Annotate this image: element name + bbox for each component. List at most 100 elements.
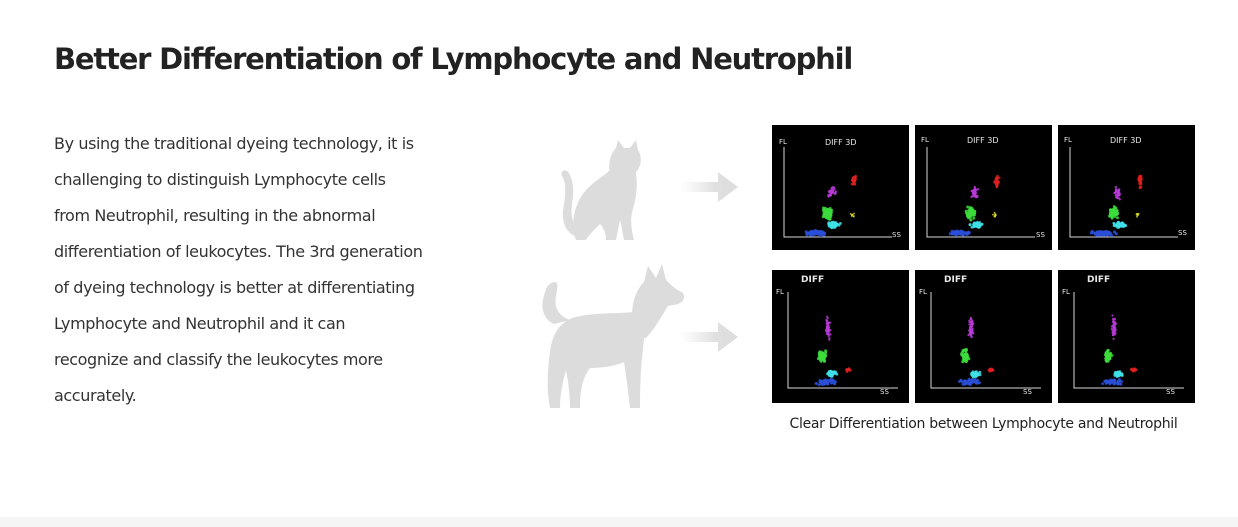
description-line: accurately. <box>54 386 137 405</box>
scatter-point <box>974 371 978 375</box>
y-axis-label: FL <box>919 288 927 296</box>
scatter-point <box>1113 317 1116 320</box>
scatter-point <box>1098 230 1102 234</box>
scatter-point <box>1117 371 1121 375</box>
scatter-point <box>1107 232 1112 236</box>
scatter-point <box>1115 213 1118 216</box>
description-line: from Neutrophil, resulting in the abnorm… <box>54 206 376 225</box>
scatter-point <box>1112 326 1115 329</box>
cat-icon <box>561 140 641 240</box>
scatter-point <box>821 358 825 361</box>
plot-axes <box>930 292 1041 389</box>
scatter-point <box>976 224 980 228</box>
scatter-point <box>830 226 834 230</box>
section-title: Better Differentiation of Lymphocyte and… <box>54 42 853 76</box>
arrow-right-icon <box>680 172 738 202</box>
x-axis-label: SS <box>880 388 889 396</box>
figure-caption: Clear Differentiation between Lymphocyte… <box>789 416 1178 432</box>
scatter-point <box>826 332 829 335</box>
scatter-point <box>1105 357 1109 361</box>
scatter-point <box>969 381 973 385</box>
dog-icon <box>542 264 685 408</box>
scatter-point <box>1115 188 1118 191</box>
scatter-point <box>1117 190 1120 193</box>
scatter-point <box>829 214 833 217</box>
scatter-point <box>846 368 849 372</box>
scatter-point <box>1121 222 1125 226</box>
scatter-point <box>1119 382 1123 386</box>
scatter-point <box>1136 215 1138 218</box>
scatter-point <box>1139 183 1142 186</box>
scatter-point <box>818 380 822 384</box>
scatter-point <box>826 326 829 329</box>
scatter-point <box>1114 185 1117 189</box>
scatter-point <box>961 233 965 237</box>
scatter-point <box>1104 379 1108 382</box>
scatter-point <box>828 217 832 221</box>
scatter-point <box>1115 223 1119 227</box>
scatter-point <box>833 225 837 229</box>
scatter-point <box>959 379 962 383</box>
scatter-point <box>1130 368 1133 371</box>
y-axis-label: FL <box>921 136 929 144</box>
scatter-point <box>1113 191 1117 195</box>
scatter-point <box>1108 353 1112 357</box>
y-axis-label: FL <box>779 138 787 146</box>
arrow-right-icon <box>680 322 738 352</box>
scatter-point <box>964 347 968 351</box>
scatter-point <box>966 212 970 216</box>
scatter-point <box>810 229 814 233</box>
scatter-point <box>828 370 832 374</box>
scatter-point <box>968 223 972 227</box>
scatter-point <box>971 327 974 330</box>
scatter-point <box>852 215 855 218</box>
scatter-point <box>970 325 973 328</box>
scatter-point <box>1118 188 1121 191</box>
scatter-point <box>980 222 984 226</box>
scatter-point <box>1112 337 1115 340</box>
scatter-point <box>827 222 831 225</box>
scatter-point <box>1114 209 1118 213</box>
scatter-point <box>978 221 981 224</box>
scatter-point <box>973 192 977 195</box>
x-axis-label: SS <box>1036 231 1045 239</box>
scatter-point <box>828 321 832 324</box>
scattergram-title: DIFF 3D <box>967 136 999 145</box>
scatter-point <box>972 216 976 220</box>
scatter-point <box>975 221 979 224</box>
scatter-point <box>1091 231 1095 235</box>
y-axis-label: FL <box>776 288 784 296</box>
scatter-point <box>851 176 855 180</box>
scatter-point <box>978 370 982 374</box>
scatter-point <box>958 231 962 235</box>
scatter-point <box>965 352 969 356</box>
scatter-point <box>970 336 973 339</box>
scatter-point <box>1107 379 1111 383</box>
scatter-point <box>1108 382 1112 386</box>
scatter-point <box>994 215 996 218</box>
scatter-point <box>825 319 828 322</box>
scatter-point <box>1111 317 1115 321</box>
scatter-point <box>1104 230 1108 234</box>
scatter-point <box>850 182 853 186</box>
scatter-point <box>974 379 977 383</box>
scatter-point <box>966 205 970 209</box>
scatter-point <box>1112 381 1116 384</box>
plot-axes <box>1069 147 1178 238</box>
scattergram-dog-1: DIFF FL SS <box>772 270 909 403</box>
scatter-point <box>970 329 973 332</box>
scatter-point <box>833 192 837 196</box>
scatter-point <box>1110 379 1114 383</box>
scatter-point <box>1112 221 1116 225</box>
scatter-point <box>821 230 825 234</box>
scatter-point <box>967 377 971 381</box>
x-axis-label: SS <box>1166 388 1175 396</box>
scatter-point <box>995 182 998 186</box>
scatter-point <box>1112 207 1116 211</box>
scatter-point <box>1117 222 1121 226</box>
scatter-point <box>965 357 969 361</box>
scatter-point <box>969 378 973 382</box>
scatter-point <box>1112 333 1115 336</box>
scatter-point <box>829 190 832 194</box>
scattergram-cat-1: DIFF 3D FL SS <box>772 125 909 250</box>
